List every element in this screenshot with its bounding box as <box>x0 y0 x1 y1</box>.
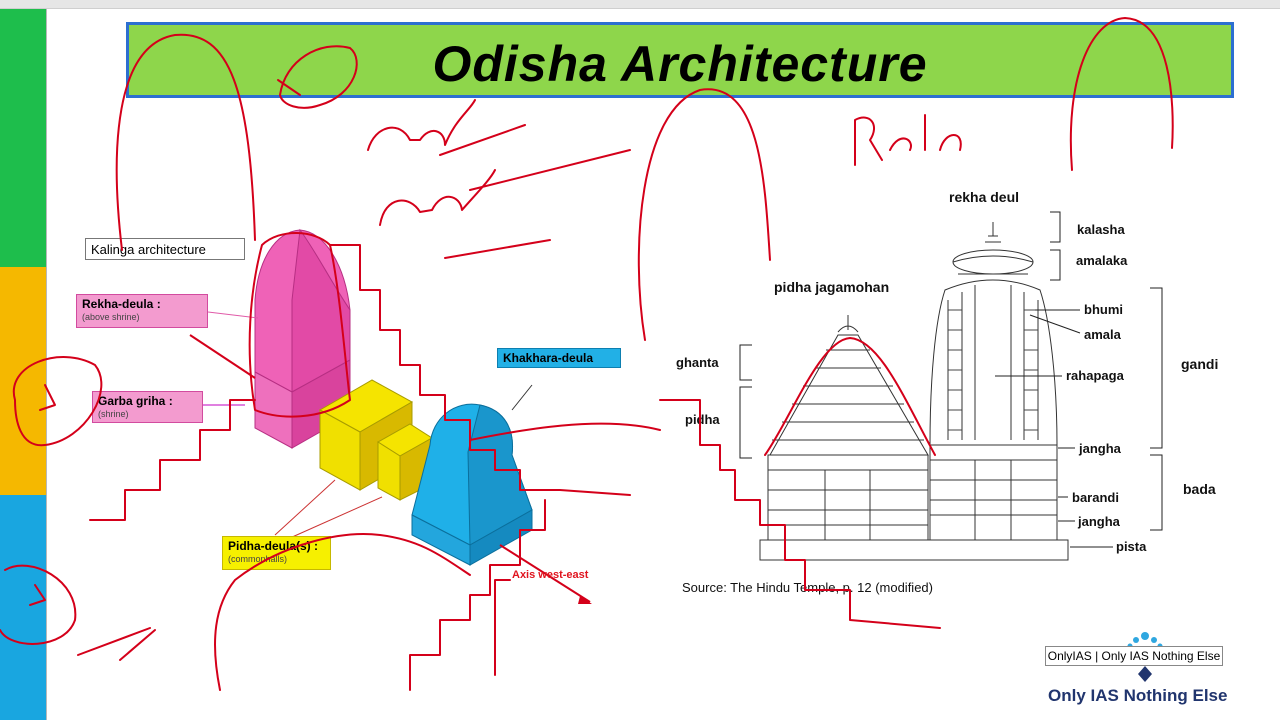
rekha-deula-label: Rekha-deula : (above shrine) <box>76 294 208 328</box>
garba-griha-name: Garba griha : <box>98 394 173 408</box>
pidha-deula-name: Pidha-deula(s) : <box>228 539 319 553</box>
tower-outline-stroke <box>248 232 351 418</box>
ghanta-label: ghanta <box>676 355 719 370</box>
rekha-deula-shape <box>254 228 351 449</box>
jagamohan-outline-stroke <box>764 337 936 456</box>
sidebar-strip-blue <box>0 495 46 720</box>
circle-stroke-left <box>12 356 103 447</box>
handwriting-deul-1 <box>367 99 526 156</box>
arrow-stroke-bottom <box>77 627 156 661</box>
vertical-stroke-bottom <box>494 579 511 676</box>
handwriting-rekha <box>854 114 962 166</box>
staircase-stroke-left <box>89 399 256 521</box>
pidha-jagamohan-title: pidha jagamohan <box>774 279 890 295</box>
circle-stroke-bottom <box>0 564 77 645</box>
handwriting-3 <box>29 584 46 606</box>
khakhara-pointer <box>511 384 533 411</box>
kalinga-architecture-label: Kalinga architecture <box>85 238 245 260</box>
staircase-stroke-right <box>659 399 941 629</box>
pidha-pointer-1 <box>274 479 336 536</box>
arch-stroke-middle <box>637 88 771 341</box>
pidha-pointer-2 <box>289 496 383 539</box>
rekha-deul-rib-lines <box>948 309 1038 431</box>
kalasha-label: kalasha <box>1077 222 1125 237</box>
garba-griha-sub: (shrine) <box>98 409 129 419</box>
circle-stroke-top <box>279 45 358 109</box>
rekha-deula-sub: (above shrine) <box>82 312 140 322</box>
khakhara-deula-name: Khakhara-deula <box>503 351 594 365</box>
onlyias-tagline: Only IAS Nothing Else <box>1048 686 1228 705</box>
sidebar-strip-green <box>0 9 46 267</box>
axis-line-upper <box>189 334 256 379</box>
underline-stroke <box>444 239 551 259</box>
staircase-stroke-bottom <box>409 499 546 691</box>
title-banner: Odisha Architecture <box>126 22 1234 98</box>
staircase-stroke-middle <box>329 244 631 496</box>
pidha-label: pidha <box>685 412 720 427</box>
jangha-upper-label: jangha <box>1079 441 1121 456</box>
axis-west-east-label: Axis west-east <box>512 569 589 581</box>
garba-griha-label: Garba griha : (shrine) <box>92 391 203 423</box>
khakhara-deula-label: Khakhara-deula <box>497 348 621 368</box>
arch-stroke-right <box>1069 17 1174 171</box>
onlyias-tooltip: OnlyIAS | Only IAS Nothing Else <box>1045 646 1223 666</box>
pista-label: pista <box>1116 539 1147 554</box>
arc-stroke-bottom <box>214 533 471 691</box>
arch-stroke-left <box>115 33 256 251</box>
circle-tick <box>277 79 301 96</box>
pidha-deula-shape <box>318 379 433 501</box>
rahapaga-label: rahapaga <box>1066 368 1124 383</box>
gandi-label: gandi <box>1181 356 1219 372</box>
sidebar-divider <box>46 9 47 720</box>
amala-label: amala <box>1084 327 1121 342</box>
bhumi-label: bhumi <box>1084 302 1123 317</box>
axis-arrowhead <box>578 596 592 604</box>
label-brackets <box>739 211 1163 548</box>
axis-line-lower <box>499 544 591 603</box>
slide-title: Odisha Architecture <box>432 36 928 92</box>
rekha-deula-name: Rekha-deula : <box>82 297 161 311</box>
barandi-label: barandi <box>1072 490 1119 505</box>
amalaka-label: amalaka <box>1076 253 1128 268</box>
source-citation: Source: The Hindu Temple, p. 12 (modifie… <box>682 580 933 595</box>
khakhara-deula-shape <box>411 403 533 566</box>
pidha-deula-sub: (commonhalls) <box>228 554 288 564</box>
sidebar-strip-yellow <box>0 267 46 495</box>
window-top-bar <box>0 0 1280 9</box>
pidha-jagamohan-drawing <box>759 315 1069 561</box>
bada-label: bada <box>1183 481 1216 497</box>
connector-stroke <box>469 422 661 441</box>
rekha-deul-title: rekha deul <box>949 189 1020 205</box>
handwriting-d <box>39 384 56 411</box>
handwriting-deul-2 <box>379 149 631 226</box>
jangha-lower-label: jangha <box>1078 514 1120 529</box>
